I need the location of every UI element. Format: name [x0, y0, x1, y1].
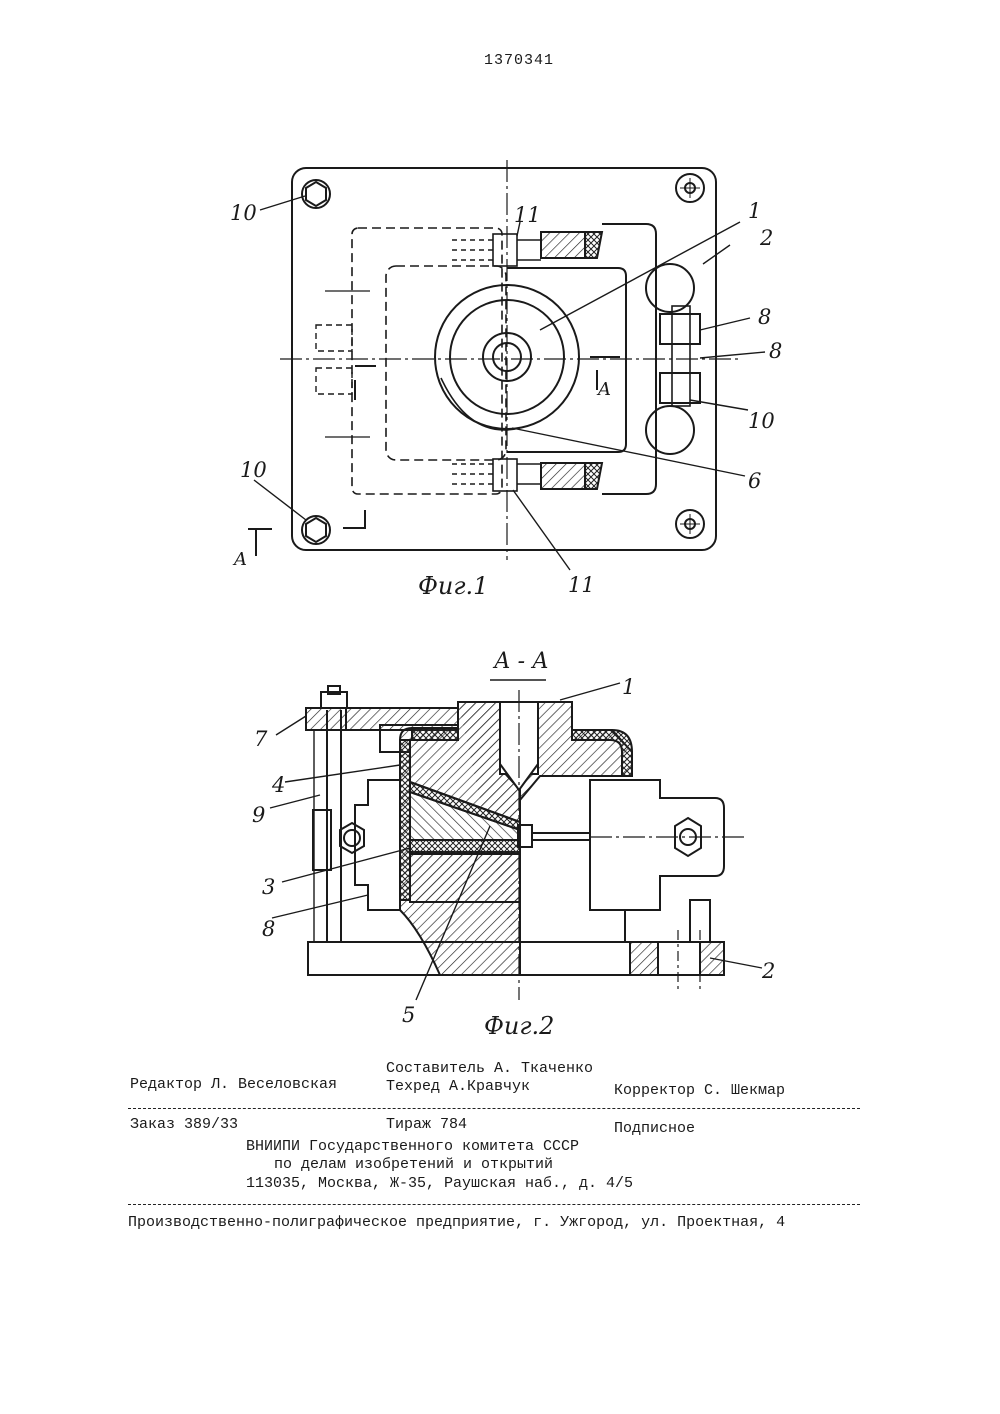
imprint-circulation: Тираж 784 [386, 1116, 467, 1133]
fig1-section-a-right: A [596, 379, 611, 400]
fig2-label-7: 7 [254, 727, 268, 751]
fig1-label-11-top: 11 [514, 203, 541, 227]
fig2-label-5: 5 [402, 1003, 415, 1027]
imprint-org-line1: ВНИИПИ Государственного комитета СССР [246, 1138, 579, 1155]
imprint-rule-top [128, 1108, 860, 1109]
fig2-label-8: 8 [262, 917, 275, 941]
imprint-techred: Техред А.Кравчук [386, 1078, 530, 1095]
figure-1 [248, 160, 765, 570]
figure-2 [270, 683, 762, 1000]
fig2-label-4: 4 [271, 773, 285, 797]
fig2-label-1: 1 [622, 675, 635, 699]
fig1-label-6: 6 [748, 469, 761, 493]
fig2-label-3: 3 [262, 875, 275, 899]
fig1-label-11-bottom: 11 [568, 573, 595, 597]
imprint-subscription: Подписное [614, 1120, 695, 1137]
imprint-address: 113035, Москва, Ж-35, Раушская наб., д. … [246, 1175, 633, 1192]
imprint-editor: Редактор Л. Веселовская [130, 1076, 337, 1093]
fig1-label-8-bottom: 8 [769, 339, 782, 363]
fig1-label-8-top: 8 [758, 305, 771, 329]
fig2-label-2: 2 [761, 959, 775, 983]
fig1-label-1: 1 [748, 199, 761, 223]
fig1-caption: Фиг.1 [418, 572, 488, 600]
imprint-order: Заказ 389/33 [130, 1116, 238, 1133]
imprint-org-line2: по делам изобретений и открытий [274, 1156, 553, 1173]
imprint-compiler: Составитель А. Ткаченко [386, 1060, 593, 1077]
fig1-section-a-left: A [232, 549, 247, 570]
fig1-label-10-bottom: 10 [240, 458, 267, 482]
imprint-rule-bottom [128, 1204, 860, 1205]
fig1-label-2: 2 [759, 226, 773, 250]
fig2-label-9: 9 [252, 803, 265, 827]
fig1-label-10-right: 10 [748, 409, 775, 433]
fig2-section-title: А - А [492, 649, 549, 674]
fig1-label-10-top: 10 [230, 201, 257, 225]
imprint-corrector: Корректор С. Шекмар [614, 1082, 785, 1099]
imprint-printer: Производственно-полиграфическое предприя… [128, 1214, 785, 1231]
fig2-caption: Фиг.2 [484, 1012, 554, 1040]
